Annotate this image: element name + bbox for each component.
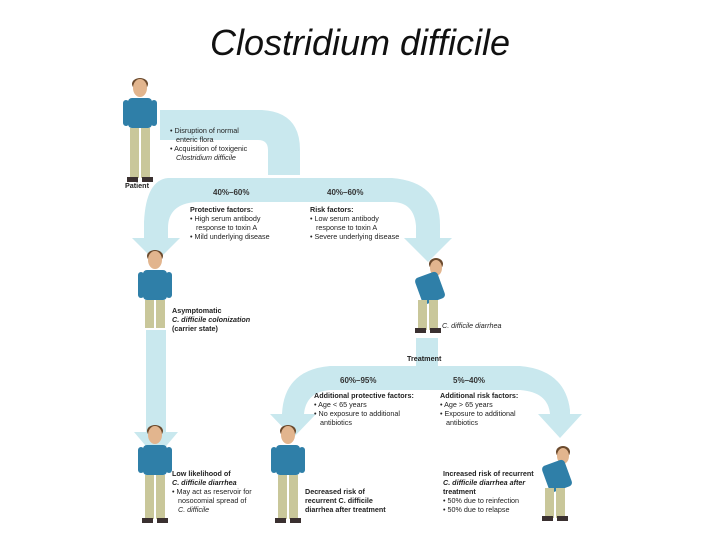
flow-arrows — [132, 110, 582, 458]
treatment-label: Treatment — [407, 354, 442, 363]
low-likelihood-figure — [138, 425, 172, 523]
patient-label: Patient — [125, 181, 150, 190]
asymptomatic-line-2: C. difficile colonization — [172, 315, 251, 324]
risk-line-2: response to toxin A — [316, 223, 377, 232]
decreased-line-2: recurrent C. difficile — [305, 496, 373, 505]
diarrhea-label: C. difficile diarrhea — [442, 321, 502, 330]
protective-line-2: response to toxin A — [196, 223, 257, 232]
entry-line-2: enteric flora — [176, 135, 214, 144]
additional-risk-factors: Additional risk factors: • Age > 65 year… — [440, 391, 518, 427]
protective-factors: Protective factors: • High serum antibod… — [190, 205, 270, 241]
low-likelihood-heading-1: Low likelihood of — [172, 469, 231, 478]
risk-line-1: • Low serum antibody — [310, 214, 379, 223]
asymptomatic-label: Asymptomatic C. difficile colonization (… — [172, 306, 251, 333]
increased-heading-3: treatment — [443, 487, 476, 496]
page-title: Clostridium difficile — [209, 22, 511, 63]
low-likelihood-heading-2: C. difficile diarrhea — [172, 478, 237, 487]
add-protective-line-3: antibiotics — [320, 418, 352, 427]
entry-line-3: • Acquisition of toxigenic — [170, 144, 248, 153]
add-protective-heading: Additional protective factors: — [314, 391, 414, 400]
top-band — [160, 110, 300, 175]
add-protective-line-2: • No exposure to additional — [314, 409, 400, 418]
entry-line-1: • Disruption of normal — [170, 126, 239, 135]
protective-line-3: • Mild underlying disease — [190, 232, 270, 241]
add-risk-line-3: antibiotics — [446, 418, 478, 427]
patient-figure — [123, 78, 157, 182]
additional-protective-factors: Additional protective factors: • Age < 6… — [314, 391, 414, 427]
low-likelihood-label: Low likelihood of C. difficile diarrhea … — [172, 469, 252, 514]
asymptomatic-figure — [138, 250, 172, 328]
decreased-line-1: Decreased risk of — [305, 487, 366, 496]
increased-risk-figure — [542, 446, 572, 521]
risk-line-3: • Severe underlying disease — [310, 232, 399, 241]
decreased-line-3: diarrhea after treatment — [305, 505, 386, 514]
asymptomatic-line-3: (carrier state) — [172, 324, 219, 333]
increased-line-2: • 50% due to relapse — [443, 505, 509, 514]
decreased-risk-label: Decreased risk of recurrent C. difficile… — [305, 487, 386, 514]
treatment-split — [270, 366, 582, 438]
risk-heading: Risk factors: — [310, 205, 354, 214]
decreased-risk-figure — [271, 425, 305, 523]
add-protective-line-1: • Age < 65 years — [314, 400, 367, 409]
treatment-stem — [416, 338, 438, 368]
increased-risk-label: Increased risk of recurrent C. difficile… — [443, 469, 534, 514]
split-band — [132, 178, 452, 262]
increased-line-1: • 50% due to reinfection — [443, 496, 519, 505]
diarrhea-figure — [415, 258, 445, 333]
add-risk-line-1: • Age > 65 years — [440, 400, 493, 409]
asymptomatic-line-1: Asymptomatic — [172, 306, 222, 315]
pct-right: 40%–60% — [327, 188, 363, 197]
entry-bullets: • Disruption of normal enteric flora • A… — [170, 126, 248, 162]
pct-treat-right: 5%–40% — [453, 376, 485, 385]
low-likelihood-line-3: C. difficile — [178, 505, 209, 514]
low-likelihood-line-2: nosocomial spread of — [178, 496, 246, 505]
add-risk-heading: Additional risk factors: — [440, 391, 518, 400]
increased-heading-1: Increased risk of recurrent — [443, 469, 534, 478]
low-likelihood-line-1: • May act as reservoir for — [172, 487, 252, 496]
pct-left: 40%–60% — [213, 188, 249, 197]
left-down-shaft — [134, 330, 178, 458]
entry-line-4: Clostridium difficile — [176, 153, 236, 162]
risk-factors: Risk factors: • Low serum antibody respo… — [310, 205, 399, 241]
protective-heading: Protective factors: — [190, 205, 253, 214]
increased-heading-2: C. difficile diarrhea after — [443, 478, 526, 487]
add-risk-line-2: • Exposure to additional — [440, 409, 516, 418]
protective-line-1: • High serum antibody — [190, 214, 261, 223]
pct-treat-left: 60%–95% — [340, 376, 376, 385]
